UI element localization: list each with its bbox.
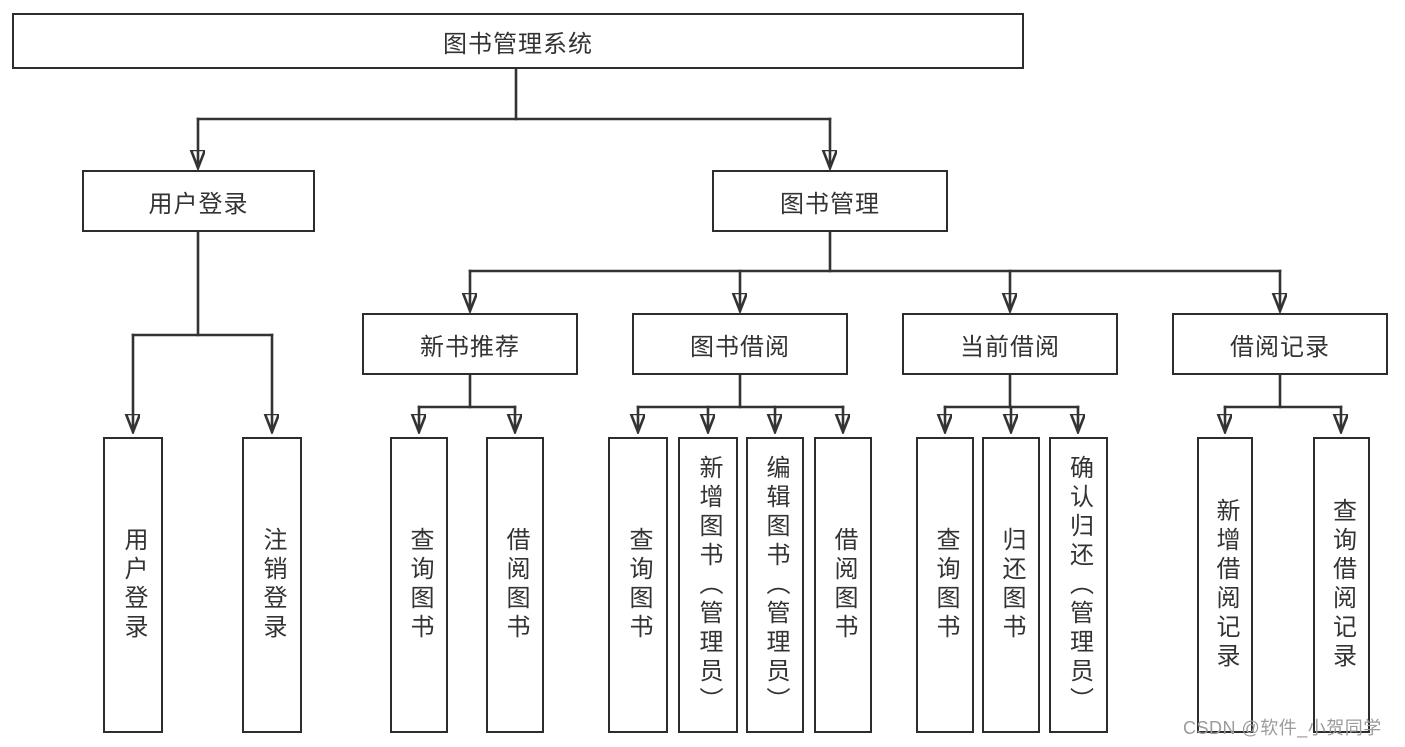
leaf-add-book-admin: 新增图书（管理员） <box>678 437 738 733</box>
leaf-borrow-books-label: 借阅图书 <box>830 527 857 643</box>
leaf-edit-book-admin-label: 编辑图书（管理员） <box>762 454 789 716</box>
leaf-user-login-label: 用户登录 <box>120 527 147 643</box>
node-book-management-label: 图书管理 <box>780 190 880 218</box>
leaf-borrow-books-recommend-label: 借阅图书 <box>502 527 529 643</box>
connector-user-login-to-leaves <box>133 230 272 431</box>
node-user-login: 用户登录 <box>82 170 315 232</box>
leaf-borrow-books: 借阅图书 <box>814 437 872 733</box>
leaf-user-login: 用户登录 <box>103 437 163 733</box>
leaf-add-book-admin-label: 新增图书（管理员） <box>695 454 722 716</box>
node-borrowing-records: 借阅记录 <box>1172 313 1388 375</box>
node-user-login-label: 用户登录 <box>148 190 249 218</box>
node-root-label: 图书管理系统 <box>443 30 593 58</box>
leaf-logout: 注销登录 <box>242 437 302 733</box>
connector-book-management-to-level3 <box>470 230 1280 310</box>
node-new-book-recommendation-label: 新书推荐 <box>420 333 520 361</box>
leaf-return-books-label: 归还图书 <box>998 527 1025 643</box>
connector-book-borrowing-to-leaves <box>638 373 843 431</box>
node-new-book-recommendation: 新书推荐 <box>362 313 578 375</box>
leaf-add-borrow-record-label: 新增借阅记录 <box>1212 498 1239 672</box>
node-book-borrowing: 图书借阅 <box>632 313 848 375</box>
leaf-query-borrow-record: 查询借阅记录 <box>1313 437 1370 733</box>
leaf-query-books-current: 查询图书 <box>916 437 974 733</box>
node-current-borrowing-label: 当前借阅 <box>960 333 1060 361</box>
node-current-borrowing: 当前借阅 <box>902 313 1118 375</box>
leaf-query-books-borrow-label: 查询图书 <box>625 527 652 643</box>
node-book-borrowing-label: 图书借阅 <box>690 333 790 361</box>
leaf-confirm-return-admin: 确认归还（管理员） <box>1049 437 1108 733</box>
leaf-query-books-recommend: 查询图书 <box>390 437 448 733</box>
leaf-confirm-return-admin-label: 确认归还（管理员） <box>1065 454 1093 716</box>
leaf-query-books-recommend-label: 查询图书 <box>406 527 433 643</box>
leaf-query-books-current-label: 查询图书 <box>932 527 959 643</box>
connector-current-borrowing-to-leaves <box>945 373 1078 431</box>
connector-new-book-recommendation-to-leaves <box>419 373 515 431</box>
connector-borrowing-records-to-leaves <box>1225 373 1341 431</box>
leaf-return-books: 归还图书 <box>982 437 1040 733</box>
leaf-query-books-borrow: 查询图书 <box>608 437 668 733</box>
connector-root-to-level2 <box>198 67 830 167</box>
node-root: 图书管理系统 <box>12 13 1024 69</box>
node-borrowing-records-label: 借阅记录 <box>1230 333 1330 361</box>
leaf-edit-book-admin: 编辑图书（管理员） <box>746 437 804 733</box>
leaf-borrow-books-recommend: 借阅图书 <box>486 437 544 733</box>
csdn-watermark: CSDN @软件_小贺同学 <box>1183 718 1382 738</box>
leaf-logout-label: 注销登录 <box>259 527 286 643</box>
node-book-management: 图书管理 <box>712 170 948 232</box>
leaf-query-borrow-record-label: 查询借阅记录 <box>1328 498 1356 672</box>
leaf-add-borrow-record: 新增借阅记录 <box>1197 437 1253 733</box>
